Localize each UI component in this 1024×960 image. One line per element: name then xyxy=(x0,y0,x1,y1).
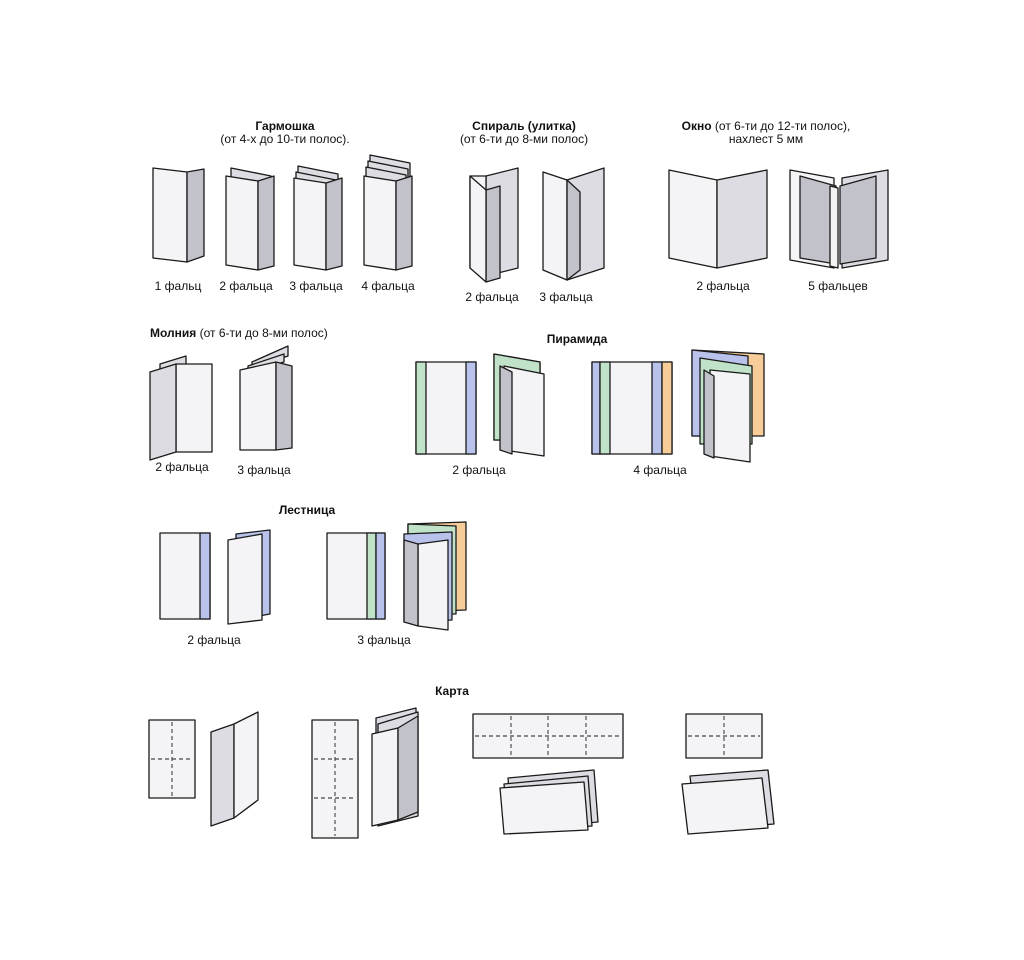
karta-1-sheet-folded xyxy=(210,711,259,827)
blue-strip xyxy=(591,361,601,455)
garmoshka-caption-4: 4 фальца xyxy=(361,279,415,293)
spiral-caption-1: 2 фальца xyxy=(465,290,519,304)
piramida-4-folds-flat xyxy=(591,361,673,455)
piramida-2-folds-flat xyxy=(415,361,477,455)
paper-panel xyxy=(709,369,751,463)
paper-panel xyxy=(829,185,839,269)
paper-panel xyxy=(681,777,769,835)
paper-panel xyxy=(175,363,213,453)
blue-strip xyxy=(199,532,211,620)
molniya-3-folds xyxy=(239,345,293,451)
paper-panel xyxy=(239,361,277,451)
paper-panel xyxy=(395,175,413,271)
paper-panel xyxy=(403,539,419,627)
garmoshka-2-folds xyxy=(225,167,275,271)
paper-panel xyxy=(152,167,188,263)
piramida-4-folds-folded xyxy=(691,349,765,463)
blue-strip xyxy=(465,361,477,455)
paper-panel xyxy=(325,177,343,271)
green-strip xyxy=(599,361,611,455)
okno-title-line: Окно (от 6-ти до 12-ти полос), xyxy=(682,119,851,133)
paper-panel xyxy=(186,168,205,263)
paper-panel xyxy=(839,175,877,265)
paper-panel xyxy=(499,365,513,455)
garmoshka-1-fold xyxy=(152,167,205,263)
okno-caption-1: 2 фальца xyxy=(696,279,750,293)
paper-panel xyxy=(499,781,589,835)
garmoshka-caption-3: 3 фальца xyxy=(289,279,343,293)
paper-panel xyxy=(417,539,449,631)
paper-panel xyxy=(257,175,275,271)
paper-panel xyxy=(233,711,259,819)
spiral-3-folds xyxy=(542,167,605,281)
lestnitsa-3-folds-folded xyxy=(403,521,467,631)
paper-panel xyxy=(716,169,768,269)
okno-title: Окно xyxy=(681,119,712,133)
garmoshka-caption-2: 2 фальца xyxy=(219,279,273,293)
karta-2-sheet-folded xyxy=(371,707,419,827)
paper-panel xyxy=(275,361,293,451)
molniya-title-line: Молния (от 6-ти до 8-ми полос) xyxy=(150,326,328,340)
molniya-caption-2: 3 фальца xyxy=(237,463,291,477)
paper-panel xyxy=(703,369,715,459)
molniya-title: Молния xyxy=(150,326,197,340)
spiral-subtitle: (от 6-ти до 8-ми полос) xyxy=(459,132,589,146)
blue-strip xyxy=(375,532,386,620)
karta-2-sheet-flat xyxy=(311,719,359,839)
paper-panel xyxy=(227,533,263,625)
garmoshka-3-folds xyxy=(293,165,343,271)
garmoshka-4-folds xyxy=(363,154,413,271)
orange-strip xyxy=(661,361,673,455)
blue-strip xyxy=(651,361,663,455)
green-strip xyxy=(415,361,427,455)
karta-title: Карта xyxy=(435,684,469,698)
paper-panel xyxy=(668,169,718,269)
molniya-title-rest: (от 6-ти до 8-ми полос) xyxy=(196,326,328,340)
paper-panel xyxy=(210,723,235,827)
paper-panel xyxy=(149,363,177,461)
piramida-2-folds-folded xyxy=(493,353,545,457)
paper-panel xyxy=(542,171,568,281)
karta-3-strip-folded xyxy=(499,769,599,835)
okno-2-folds xyxy=(668,169,768,269)
lestnitsa-caption-1: 2 фальца xyxy=(187,633,241,647)
garmoshka-caption-1: 1 фальц xyxy=(154,279,202,293)
okno-caption-2: 5 фальцев xyxy=(808,279,868,293)
lestnitsa-3-folds-flat xyxy=(326,532,386,620)
paper-panel xyxy=(293,177,327,271)
lestnitsa-caption-2: 3 фальца xyxy=(357,633,411,647)
karta-1-sheet-flat xyxy=(148,719,196,799)
molniya-2-folds xyxy=(149,355,213,461)
green-strip xyxy=(366,532,377,620)
paper-panel xyxy=(371,727,399,827)
spiral-caption-2: 3 фальца xyxy=(539,290,593,304)
lestnitsa-title: Лестница xyxy=(278,503,336,517)
spiral-title: Спираль (улитка) xyxy=(472,119,576,133)
piramida-caption-2: 4 фальца xyxy=(633,463,687,477)
garmoshka-subtitle: (от 4-х до 10-ти полос). xyxy=(220,132,350,146)
karta-4-strip-folded xyxy=(681,769,775,835)
paper-panel xyxy=(566,179,581,281)
okno-subtitle: нахлест 5 мм xyxy=(728,132,804,146)
karta-4-strip-flat xyxy=(685,713,763,759)
garmoshka-title: Гармошка xyxy=(255,119,315,133)
lestnitsa-2-folds-flat xyxy=(159,532,211,620)
piramida-caption-1: 2 фальца xyxy=(452,463,506,477)
piramida-title: Пирамида xyxy=(546,332,608,346)
okno-title-rest: (от 6-ти до 12-ти полос), xyxy=(711,119,851,133)
paper-panel xyxy=(363,175,397,271)
lestnitsa-2-folds-folded xyxy=(227,529,271,625)
paper-panel xyxy=(397,715,419,821)
okno-5-folds xyxy=(789,169,889,269)
paper-panel xyxy=(469,175,487,283)
spiral-2-folds xyxy=(469,167,519,283)
paper-panel xyxy=(225,175,259,271)
karta-3-strip-flat xyxy=(472,713,624,759)
paper-panel xyxy=(485,185,501,283)
molniya-caption-1: 2 фальца xyxy=(155,460,209,474)
